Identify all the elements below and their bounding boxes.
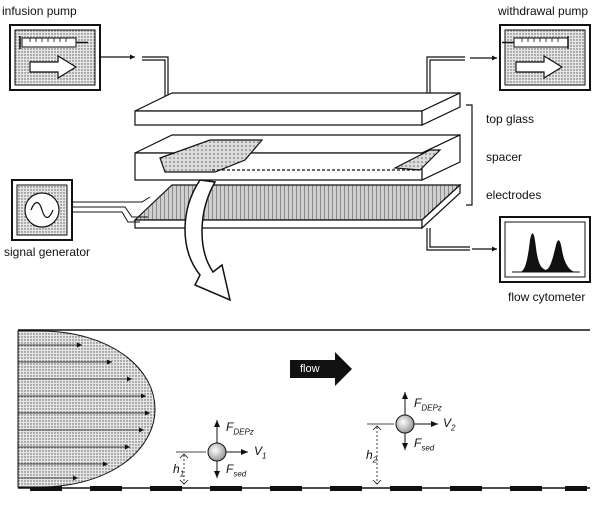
- particle-2: [367, 392, 438, 485]
- f-sed-label-2: Fsed: [414, 436, 435, 453]
- signal-generator-icon: [11, 179, 73, 241]
- v2-label: V2: [443, 416, 456, 433]
- top-glass-layer: [134, 92, 461, 126]
- inlet-tube: [100, 54, 169, 100]
- h2-label: h2: [366, 448, 378, 465]
- outlet-tube: [426, 55, 497, 100]
- zoom-arrow: [184, 179, 232, 302]
- signal-wires: [72, 196, 151, 223]
- v1-label: V1: [254, 444, 267, 461]
- withdrawal-pump-label: withdrawal pump: [498, 4, 589, 18]
- infusion-pump-label: infusion pump: [2, 4, 77, 18]
- flow-cytometer-label: flow cytometer: [508, 290, 586, 304]
- to-cytometer-tube: [426, 228, 497, 252]
- layer-bracket: [466, 104, 473, 206]
- f-dep-label-1: FDEPz: [226, 420, 254, 437]
- spacer-label: spacer: [486, 150, 523, 164]
- channel-cross-section: [17, 329, 590, 491]
- electrodes-layer: [133, 183, 462, 230]
- withdrawal-pump-icon: [499, 24, 591, 91]
- flow-cytometer-icon: [499, 216, 591, 283]
- signal-generator-label: signal generator: [4, 245, 91, 259]
- top-glass-label: top glass: [486, 112, 535, 126]
- flow-arrow: [290, 352, 352, 386]
- infusion-pump-icon: [9, 24, 101, 91]
- particle-1: [176, 420, 248, 485]
- flow-label: flow: [300, 363, 320, 375]
- electrodes-label: electrodes: [486, 188, 542, 202]
- spacer-layer: [134, 134, 461, 181]
- f-sed-label-1: Fsed: [226, 462, 247, 479]
- f-dep-label-2: FDEPz: [414, 396, 442, 413]
- h1-label: h1: [173, 462, 185, 479]
